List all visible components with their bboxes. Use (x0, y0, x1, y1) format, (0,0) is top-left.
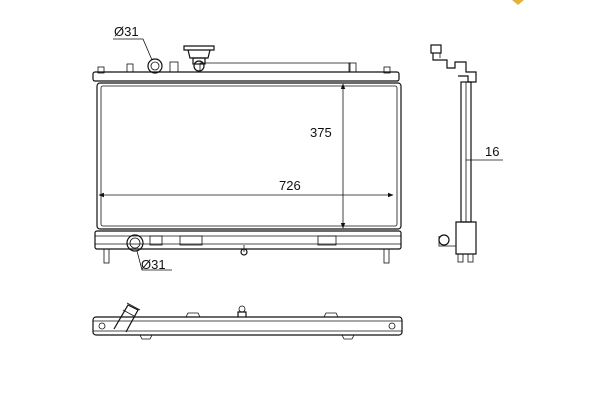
drain-plug (240, 245, 248, 256)
front-view: 375 726 Ø31 Ø31 (92, 24, 402, 272)
corner-mark-icon (512, 0, 524, 5)
width-dimension-label: 726 (279, 178, 301, 193)
radiator-core (96, 82, 402, 230)
depth-dimension-label: 16 (485, 144, 499, 159)
filler-cap (183, 45, 215, 72)
bottom-tank-plan (92, 316, 403, 336)
outlet-pipe-plan (113, 302, 141, 333)
outlet-leader-line (136, 250, 172, 271)
height-dimension-label: 375 (310, 125, 332, 140)
outlet-pipe (126, 234, 144, 252)
bottom-tank (94, 230, 402, 250)
top-tank (92, 71, 400, 82)
outlet-diameter-label: Ø31 (141, 257, 166, 272)
inlet-diameter-label: Ø31 (114, 24, 139, 39)
inlet-pipe (147, 58, 179, 74)
side-view: 16 (430, 44, 503, 263)
bottom-view (92, 302, 403, 340)
inlet-leader-line (113, 38, 153, 61)
